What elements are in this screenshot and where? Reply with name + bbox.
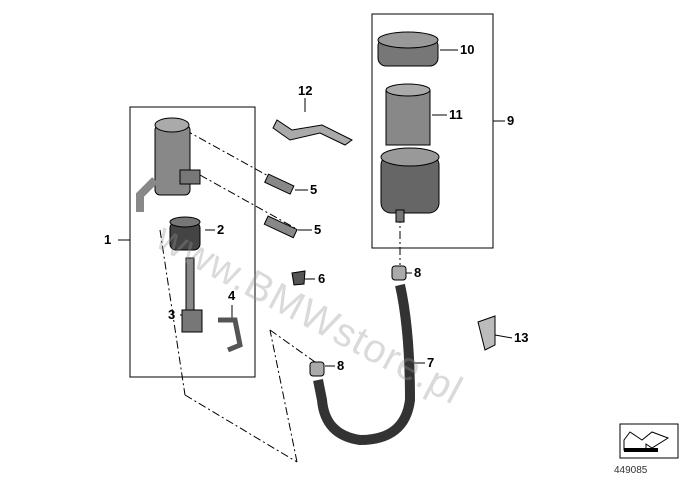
callout-10[interactable]: 10 bbox=[460, 42, 475, 57]
callout-11[interactable]: 11 bbox=[449, 107, 463, 122]
callout-4[interactable]: 4 bbox=[228, 288, 236, 303]
group-box-1 bbox=[129, 106, 256, 378]
callout-8a[interactable]: 8 bbox=[414, 265, 422, 280]
callout-5b[interactable]: 5 bbox=[314, 222, 322, 237]
callout-1[interactable]: 1 bbox=[104, 232, 112, 247]
callout-6[interactable]: 6 bbox=[318, 271, 326, 286]
diagram-number: 449085 bbox=[614, 465, 648, 476]
arrow-icon[interactable] bbox=[619, 423, 679, 459]
callout-13[interactable]: 13 bbox=[514, 330, 529, 345]
callout-3[interactable]: 3 bbox=[168, 307, 176, 322]
callout-2[interactable]: 2 bbox=[217, 222, 225, 237]
callout-8b[interactable]: 8 bbox=[337, 358, 345, 373]
callout-9[interactable]: 9 bbox=[507, 113, 515, 128]
callout-5a[interactable]: 5 bbox=[310, 182, 318, 197]
callout-12[interactable]: 12 bbox=[298, 83, 313, 98]
callout-7[interactable]: 7 bbox=[427, 355, 435, 370]
group-box-9 bbox=[371, 13, 494, 249]
master-cylinder bbox=[136, 117, 201, 212]
